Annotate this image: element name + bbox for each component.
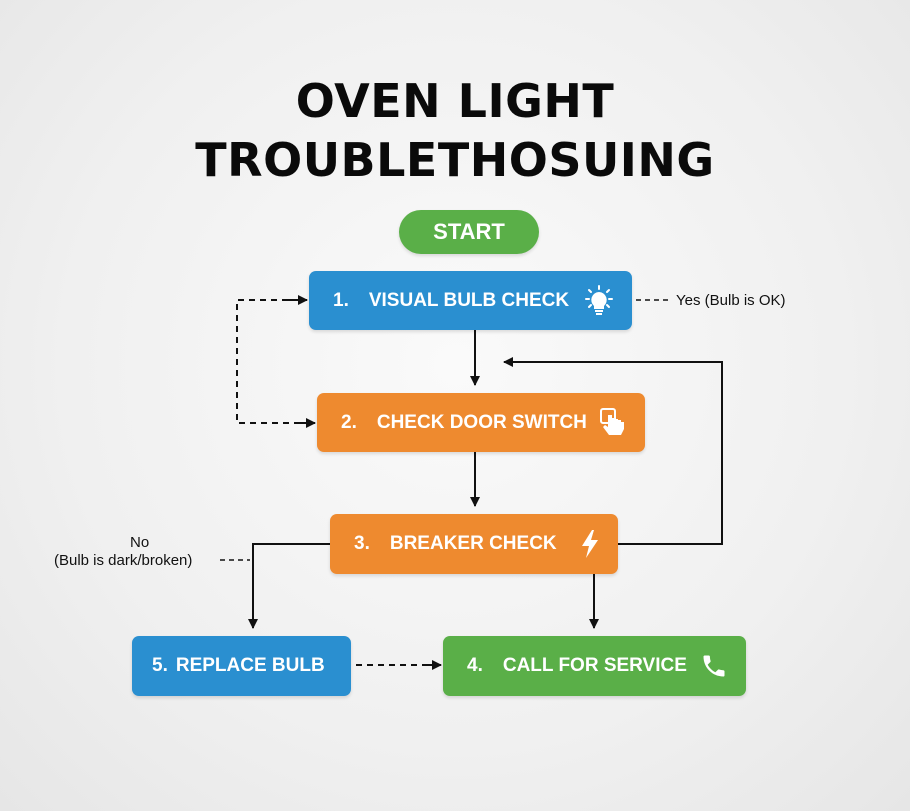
step-number: 2. [341, 411, 357, 433]
step-label: VISUAL BULB CHECK [368, 289, 570, 311]
step-number: 5. [152, 655, 168, 676]
step-label: REPLACE BULB [175, 655, 325, 676]
no-label-line-1: No [130, 534, 150, 551]
title-line-1: OVEN LIGHT [295, 74, 615, 128]
step-4-call-for-service: 4. CALL FOR SERVICE [443, 636, 746, 696]
lightning-icon [580, 530, 600, 558]
start-node: START [399, 210, 539, 254]
yes-label: Yes (Bulb is OK) [676, 292, 786, 309]
phone-icon [700, 652, 728, 680]
lightbulb-icon [584, 284, 614, 317]
step-2-check-door-switch: 2. CHECK DOOR SWITCH [317, 393, 645, 452]
step-1-visual-bulb-check: 1. VISUAL BULB CHECK [309, 271, 632, 330]
step-label: BREAKER CHECK [389, 533, 557, 554]
start-label: START [433, 219, 505, 244]
step-number: 4. [467, 655, 483, 676]
step-label: CHECK DOOR SWITCH [376, 411, 587, 433]
step-3-breaker-check: 3. BREAKER CHECK [330, 514, 618, 574]
hand-pointer-icon [599, 407, 627, 439]
step-number: 1. [333, 289, 349, 311]
step-number: 3. [354, 533, 370, 554]
title-line-2: TROUBLETHOSUING [195, 133, 715, 187]
step-5-replace-bulb: 5. REPLACE BULB [132, 636, 351, 696]
step-label: CALL FOR SERVICE [502, 655, 687, 676]
no-label-line-2: (Bulb is dark/broken) [54, 552, 193, 569]
